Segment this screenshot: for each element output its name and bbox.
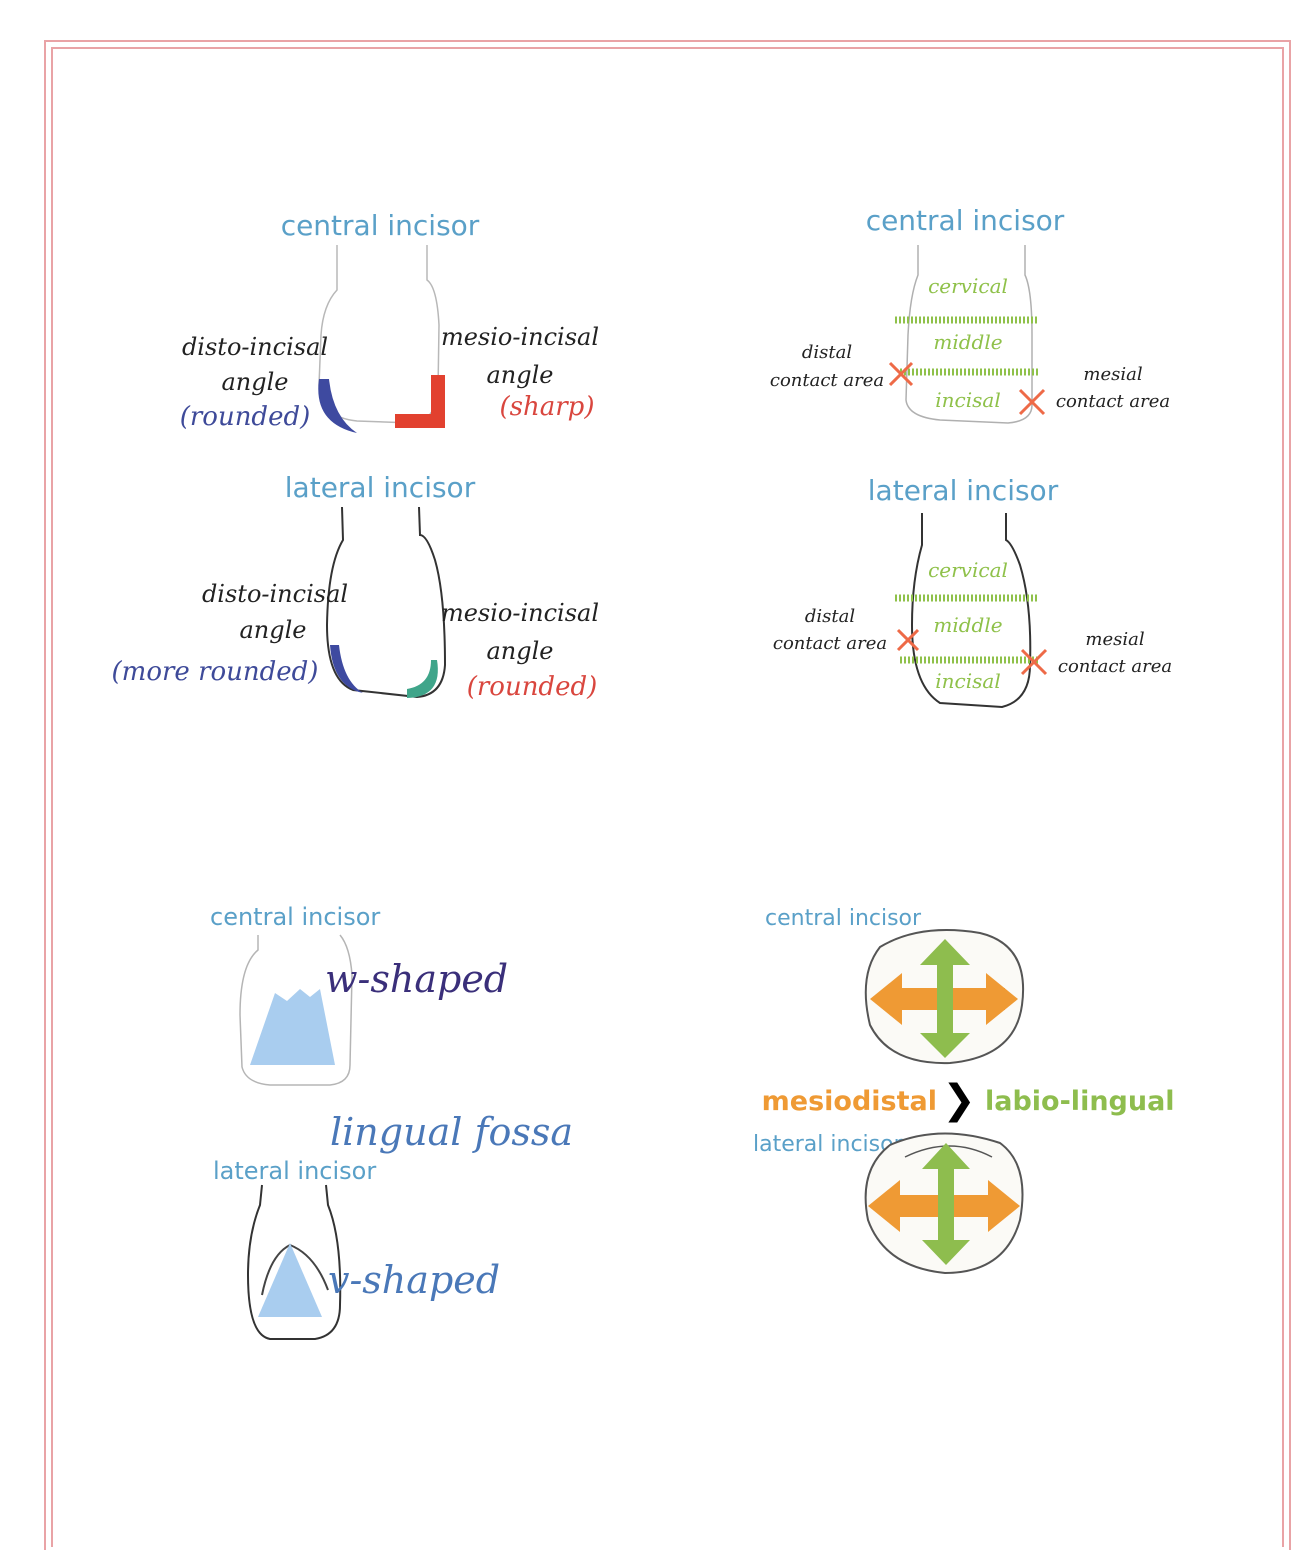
central-mesial-label-1: mesial: [1083, 364, 1142, 385]
central-labio-lingual-arrow: [920, 939, 970, 1058]
disto-incisal-angle-mark: [318, 379, 357, 433]
dimension-lateral-title: lateral incisor: [753, 1132, 904, 1157]
lateral-left-label-1: disto-incisal: [202, 580, 348, 608]
central-distal-contact-mark: [888, 361, 914, 387]
central-right-label-3: (sharp): [500, 392, 595, 422]
central-zone-cervical: cervical: [928, 274, 1008, 298]
lateral-mesio-incisal-angle-mark: [407, 660, 438, 698]
lateral-right-label-2: angle: [486, 637, 553, 665]
central-zone-middle: middle: [933, 330, 1002, 354]
lingual-fossa-label: lingual fossa: [330, 1110, 573, 1154]
page-border-inner: [51, 47, 1284, 1547]
v-shaped-fossa: [258, 1243, 322, 1317]
central-mesial-contact-mark: [1018, 388, 1046, 416]
lateral-right-label-1: mesio-incisal: [441, 599, 599, 627]
mesiodistal-label: mesiodistal: [762, 1086, 937, 1117]
w-shaped-fossa: [250, 989, 335, 1065]
lateral-distal-contact-mark: [896, 628, 920, 652]
fossa-central-title: central incisor: [210, 903, 380, 931]
dimension-central-title: central incisor: [765, 906, 922, 931]
contact-areas-panel: central incisor cervical middle incisal …: [770, 204, 1172, 709]
incisal-angles-panel: central incisor disto-incisal angle (rou…: [95, 195, 640, 775]
labio-lingual-label: labio-lingual: [985, 1086, 1175, 1117]
central-distal-label-1: distal: [802, 342, 852, 363]
greater-than-symbol: ❯: [942, 1077, 976, 1123]
page-border-outer: [44, 40, 1291, 1550]
central-left-label-1: disto-incisal: [182, 333, 328, 361]
central-mesial-label-2: contact area: [1056, 391, 1170, 412]
central-incisor-outline: [318, 245, 440, 424]
central-distal-label-2: contact area: [770, 370, 884, 391]
lateral-left-label-2: angle: [239, 616, 306, 644]
fossa-central-outline: [239, 934, 353, 1086]
lateral-contacts-title: lateral incisor: [868, 474, 1059, 507]
central-contacts-outline: [905, 245, 1033, 424]
lateral-left-label-3: (more rounded): [112, 657, 319, 687]
mesio-incisal-angle-mark: [395, 375, 445, 428]
lateral-zone-incisal: incisal: [935, 669, 1000, 693]
central-left-label-2: angle: [221, 368, 288, 396]
lateral-contacts-outline: [910, 513, 1032, 709]
fossa-lateral-title: lateral incisor: [213, 1157, 376, 1185]
lateral-right-label-3: (rounded): [467, 672, 598, 702]
fossa-lateral-outline: [246, 1184, 342, 1340]
central-zone-incisal: incisal: [935, 388, 1000, 412]
lateral-angles-title: lateral incisor: [285, 471, 476, 504]
lateral-zone-middle: middle: [933, 613, 1002, 637]
central-left-label-3: (rounded): [180, 402, 311, 432]
lateral-mesial-label-1: mesial: [1085, 629, 1144, 650]
lateral-disto-incisal-angle-mark: [330, 645, 363, 693]
central-right-label-2: angle: [486, 361, 553, 389]
central-right-label-1: mesio-incisal: [441, 323, 599, 351]
w-shaped-label: w-shaped: [325, 957, 508, 1001]
lateral-labio-lingual-arrow: [922, 1143, 970, 1265]
v-shaped-label: v-shaped: [328, 1258, 500, 1302]
lateral-distal-label-1: distal: [805, 606, 855, 627]
lateral-incisor-outline: [325, 506, 447, 699]
lateral-mesial-contact-mark: [1020, 648, 1048, 676]
lateral-zone-cervical: cervical: [928, 558, 1008, 582]
lateral-distal-label-2: contact area: [773, 633, 887, 654]
lingual-fossa-panel: central incisor w-shaped lingual fossa l…: [210, 903, 573, 1340]
dimension-panel: central incisor mesiodistal ❯ labio-ling…: [753, 906, 1175, 1275]
central-angles-title: central incisor: [281, 209, 480, 242]
lateral-mesial-label-2: contact area: [1058, 656, 1172, 677]
central-contacts-title: central incisor: [866, 204, 1065, 237]
lateral-crown-ridge: [904, 1145, 993, 1158]
